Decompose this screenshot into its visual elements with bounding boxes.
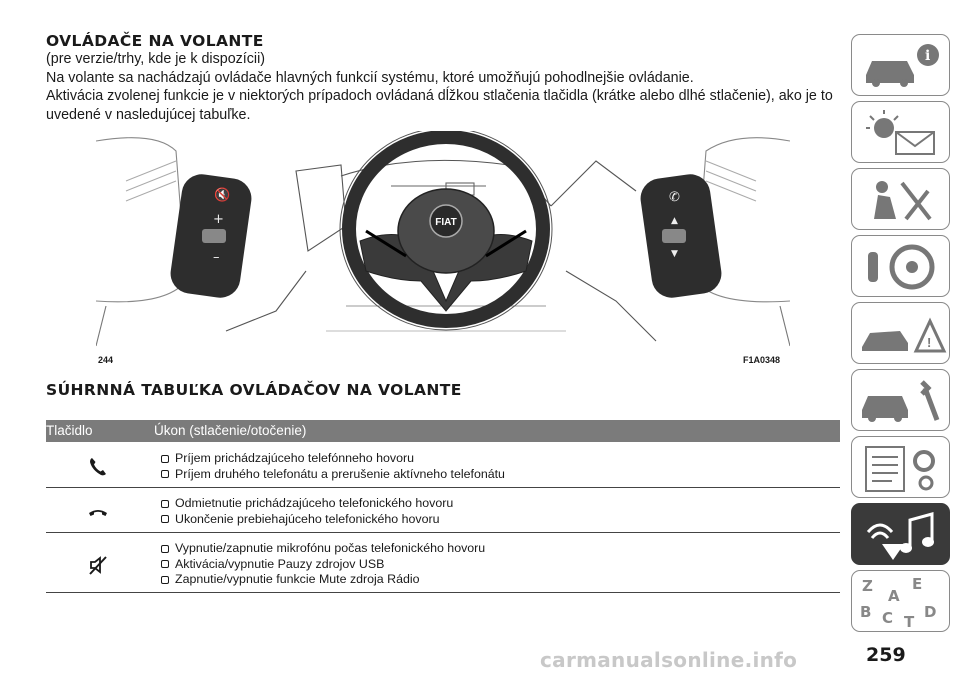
action-text: Odmietnutie prichádzajúceho telefonickéh… [175, 496, 454, 510]
action-text: Zapnutie/vypnutie funkcie Mute zdroja Rá… [175, 572, 420, 586]
table-row: Odmietnutie prichádzajúceho telefonickéh… [46, 488, 840, 533]
tab-multimedia[interactable] [851, 503, 950, 565]
volume-down-label: – [213, 250, 220, 265]
safety-icon [874, 181, 932, 221]
table-header: Tlačidlo Úkon (stlačenie/otočenie) [46, 420, 840, 442]
volume-up-label: + [213, 212, 224, 227]
tab-driving[interactable] [851, 235, 950, 297]
svg-text:B: B [860, 603, 871, 621]
page-number: 259 [866, 644, 906, 666]
phone-accept-icon [86, 455, 110, 479]
mute-button-label: 🔇 [214, 187, 230, 203]
header-action: Úkon (stlačenie/otočenie) [154, 423, 307, 438]
tab-technical-data[interactable] [851, 436, 950, 498]
bullet-icon [161, 560, 169, 569]
list-item: Vypnutie/zapnutie mikrofónu počas telefo… [161, 541, 485, 557]
svg-text:A: A [888, 587, 900, 605]
tab-warning-lights[interactable] [851, 101, 950, 163]
list-item: Odmietnutie prichádzajúceho telefonickéh… [161, 496, 453, 512]
list-item: Zapnutie/vypnutie funkcie Mute zdroja Rá… [161, 572, 485, 588]
tab-maintenance[interactable] [851, 369, 950, 431]
list-item: Príjem prichádzajúceho telefónneho hovor… [161, 451, 505, 467]
action-list: Odmietnutie prichádzajúceho telefonickéh… [161, 496, 453, 527]
technical-data-icon [865, 446, 935, 492]
bullet-icon [161, 575, 169, 584]
phone-button-label: ✆ [669, 190, 680, 205]
list-item: Príjem druhého telefonátu a prerušenie a… [161, 467, 505, 483]
action-list: Vypnutie/zapnutie mikrofónu počas telefo… [161, 541, 485, 588]
action-text: Vypnutie/zapnutie mikrofónu počas telefo… [175, 541, 486, 555]
action-list: Príjem prichádzajúceho telefónneho hovor… [161, 451, 505, 482]
watermark: carmanualsonline.info [540, 648, 798, 672]
bullet-icon [161, 544, 169, 553]
svg-text:T: T [904, 613, 915, 631]
bullet-icon [161, 470, 169, 479]
down-arrow-label: ▼ [671, 249, 678, 259]
figure-code: F1A0348 [742, 355, 780, 365]
bullet-icon [161, 454, 169, 463]
steering-wheel-illustration: FIAT 🔇 + – ✆ ▲ ▼ 244 F1A0348 [95, 127, 791, 369]
tab-car-info[interactable]: i [851, 34, 950, 96]
intro-line: Aktivácia zvolenej funkcie je v niektorý… [46, 88, 833, 123]
section-title: OVLÁDAČE NA VOLANTE [46, 32, 264, 50]
mute-icon [86, 553, 110, 577]
svg-text:C: C [882, 609, 893, 627]
table-row: Vypnutie/zapnutie mikrofónu počas telefo… [46, 533, 840, 593]
intro-line: Na volante sa nachádzajú ovládače hlavný… [46, 69, 694, 86]
bullet-icon [161, 515, 169, 524]
tab-safety[interactable] [851, 168, 950, 230]
up-arrow-label: ▲ [671, 216, 678, 226]
multimedia-icon [866, 512, 934, 560]
figure-number: 244 [98, 355, 114, 365]
action-text: Ukončenie prebiehajúceho telefonického h… [175, 511, 440, 526]
svg-text:!: ! [927, 335, 931, 350]
intro-text: (pre verzie/trhy, kde je k dispozícii) N… [46, 50, 836, 124]
svg-text:i: i [925, 48, 930, 64]
header-button: Tlačidlo [46, 423, 93, 438]
svg-text:Z: Z [862, 577, 873, 595]
action-text: Príjem druhého telefonátu a prerušenie a… [175, 466, 505, 481]
steering-wheel-drawing: FIAT 🔇 + – ✆ ▲ ▼ [95, 127, 791, 347]
bullet-icon [161, 499, 169, 508]
intro-line: (pre verzie/trhy, kde je k dispozícii) [46, 51, 266, 67]
action-text: Aktivácia/vypnutie Pauzy zdrojov USB [175, 556, 385, 571]
action-text: Príjem prichádzajúceho telefónneho hovor… [175, 451, 415, 465]
phone-end-icon [86, 500, 110, 524]
table-row: Príjem prichádzajúceho telefónneho hovor… [46, 443, 840, 488]
tab-emergency[interactable]: ! [851, 302, 950, 364]
list-item: Aktivácia/vypnutie Pauzy zdrojov USB [161, 557, 485, 573]
svg-text:E: E [912, 575, 922, 593]
driving-icon [868, 244, 935, 290]
svg-text:D: D [924, 603, 936, 621]
list-item: Ukončenie prebiehajúceho telefonického h… [161, 512, 453, 528]
maintenance-icon [862, 380, 940, 422]
warning-lights-icon [866, 110, 935, 155]
car-info-icon: i [866, 44, 939, 87]
fiat-logo: FIAT [435, 217, 456, 228]
emergency-icon: ! [862, 317, 947, 353]
table-title: SÚHRNNÁ TABUĽKA OVLÁDAČOV NA VOLANTE [46, 381, 462, 399]
